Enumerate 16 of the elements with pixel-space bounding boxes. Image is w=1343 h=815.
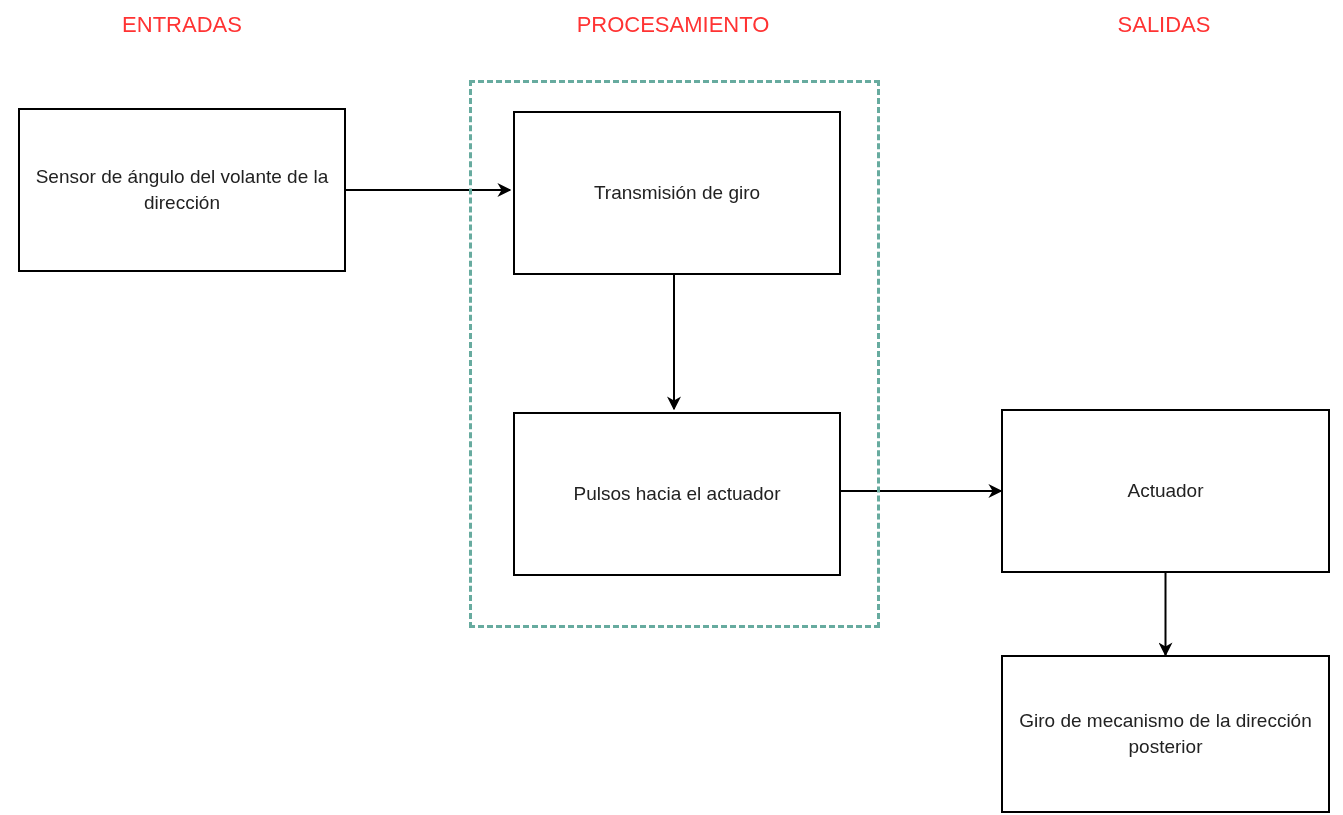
process-box <box>18 108 346 272</box>
process-box <box>513 412 841 576</box>
box-text: Giro de mecanismo de la dirección posterior <box>1018 709 1313 759</box>
box-text: Transmisión de giro <box>592 181 762 206</box>
column-heading: SALIDAS <box>1117 11 1211 39</box>
arrow <box>345 183 512 197</box>
box-text: Actuador <box>1126 479 1205 504</box>
dashed-group-box <box>469 80 880 628</box>
box-text: Pulsos hacia el actuador <box>572 482 782 507</box>
process-box <box>513 111 841 275</box>
arrow <box>1158 572 1173 657</box>
process-box <box>1001 409 1330 573</box>
column-heading: PROCESAMIENTO <box>576 11 770 39</box>
box-text: Sensor de ángulo del volante de la dirección <box>34 165 330 215</box>
column-heading: ENTRADAS <box>122 11 242 39</box>
process-box <box>1001 655 1330 813</box>
